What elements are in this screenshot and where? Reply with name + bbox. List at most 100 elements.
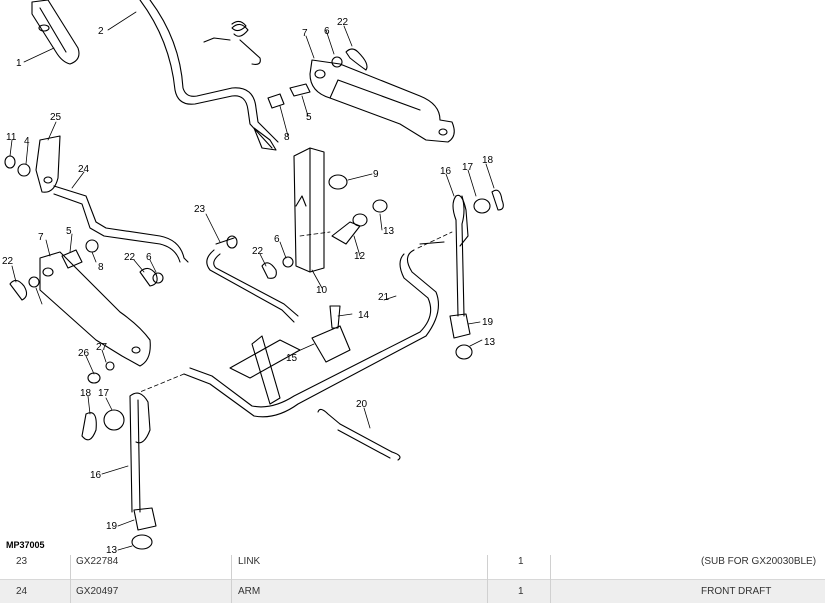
parts-diagram: 1 2 4 5 5 6 6 6 7 7 8 8 9 10 11 12 13 13…	[2, 0, 504, 555]
part-8-nut	[267, 93, 285, 109]
cell-remarks: (SUB FOR GX20030BLE)	[701, 556, 817, 567]
cell-qty: 1	[487, 578, 551, 603]
part-6-washer-right	[282, 256, 294, 268]
leader-lines	[9, 11, 495, 551]
callout-18: 18	[482, 155, 494, 166]
part-12-bolt	[331, 213, 368, 245]
cell-remarks: FRONT DRAFT	[550, 578, 825, 603]
part-22-clip-left	[9, 279, 28, 301]
callout-5: 5	[306, 112, 312, 123]
parts-table: 23 GX22784 LINK 1 (SUB FOR GX20030BLE) 2…	[0, 555, 825, 603]
part-26-nut	[87, 372, 101, 384]
part-23-link	[206, 235, 299, 323]
callout-22b: 22	[252, 246, 264, 257]
part-16-rod-right	[452, 194, 469, 317]
callout-13c: 13	[106, 545, 118, 555]
part-22-clip-mid	[139, 267, 158, 287]
part-21-bar	[183, 241, 445, 418]
table-row[interactable]: 23 GX22784 LINK 1 (SUB FOR GX20030BLE)	[0, 555, 825, 579]
callout-19: 19	[482, 317, 494, 328]
callout-10: 10	[316, 285, 328, 296]
callout-9: 9	[373, 169, 379, 180]
center-link	[251, 335, 281, 405]
part-11-nut	[4, 155, 16, 169]
part-7-arm-left	[39, 251, 151, 367]
part-9-washer	[328, 174, 348, 190]
callout-13: 13	[383, 226, 395, 237]
part-10-post	[293, 147, 325, 273]
part-6-washer-left	[28, 276, 40, 288]
exploded-view-drawing: 1 2 4 5 5 6 6 6 7 7 8 8 9 10 11 12 13 13…	[2, 0, 504, 555]
part-6-washer-mid	[152, 272, 164, 284]
part-25-bracket	[35, 135, 61, 193]
part-17-washer-right	[473, 198, 491, 214]
callout-5b: 5	[66, 226, 72, 237]
callout-8: 8	[284, 132, 290, 143]
callout-25: 25	[50, 112, 62, 123]
cell-ref: 23	[0, 555, 71, 579]
cell-part-number: GX22784	[70, 555, 232, 579]
callout-1: 1	[16, 58, 22, 69]
callout-19b: 19	[106, 521, 118, 532]
part-22-clip	[345, 48, 368, 71]
callout-15: 15	[286, 353, 298, 364]
callout-23: 23	[194, 204, 206, 215]
part-22-clip-right	[261, 262, 277, 279]
part-13-nut-right	[455, 344, 473, 360]
part-24-arm	[53, 185, 189, 263]
part-18-pin-left	[81, 412, 97, 441]
callout-16: 16	[440, 166, 452, 177]
part-14-bolt	[329, 305, 341, 329]
callout-labels: 1 2 4 5 5 6 6 6 7 7 8 8 9 10 11 12 13 13…	[2, 17, 496, 555]
part-19-block-right	[449, 313, 471, 339]
callout-18b: 18	[80, 388, 92, 399]
callout-16b: 16	[90, 470, 102, 481]
callout-20: 20	[356, 399, 368, 410]
part-6-washer	[331, 56, 343, 68]
callout-24: 24	[78, 164, 90, 175]
part-7-arm-right	[309, 59, 455, 143]
part-1-handle	[31, 0, 80, 65]
cell-description: LINK	[231, 555, 488, 579]
figure-id: MP37005	[6, 540, 45, 550]
callout-4: 4	[24, 136, 30, 147]
callout-14: 14	[358, 310, 370, 321]
callout-21: 21	[378, 292, 390, 303]
part-13-nut-a	[372, 199, 388, 213]
part-18-pin-right	[491, 189, 504, 211]
callout-22d: 22	[2, 256, 14, 267]
cell-part-number: GX20497	[70, 578, 232, 603]
callout-13b: 13	[484, 337, 496, 348]
part-8-nut-left	[85, 239, 99, 253]
callout-27: 27	[96, 342, 108, 353]
cell-ref: 24	[0, 578, 71, 603]
callout-2: 2	[98, 26, 104, 37]
callout-17b: 17	[98, 388, 110, 399]
callout-7b: 7	[38, 232, 44, 243]
table-row[interactable]: 24 GX20497 ARM 1 FRONT DRAFT	[0, 578, 825, 603]
callout-17: 17	[462, 162, 474, 173]
cell-qty: 1	[487, 555, 551, 579]
callout-22: 22	[337, 17, 349, 28]
part-16-rod-left	[129, 392, 151, 513]
part-20-spring	[317, 408, 401, 461]
callout-26: 26	[78, 348, 90, 359]
part-4-bushing	[17, 163, 31, 177]
part-17-washer-left	[103, 409, 125, 431]
callout-12: 12	[354, 251, 366, 262]
part-13-nut-left	[131, 534, 153, 550]
part-15-bracket	[311, 325, 351, 363]
spring-top	[203, 20, 261, 65]
callout-6b: 6	[274, 234, 280, 245]
callout-6c: 6	[146, 252, 152, 263]
callout-6: 6	[324, 26, 330, 37]
part-2-rod	[139, 0, 279, 151]
part-27-washer	[105, 361, 115, 371]
part-5-pin	[289, 83, 311, 97]
callout-7: 7	[302, 28, 308, 39]
cell-description: ARM	[231, 578, 488, 603]
callout-8b: 8	[98, 262, 104, 273]
callout-22c: 22	[124, 252, 136, 263]
callout-11: 11	[6, 132, 17, 143]
alignment-lines	[139, 231, 453, 393]
